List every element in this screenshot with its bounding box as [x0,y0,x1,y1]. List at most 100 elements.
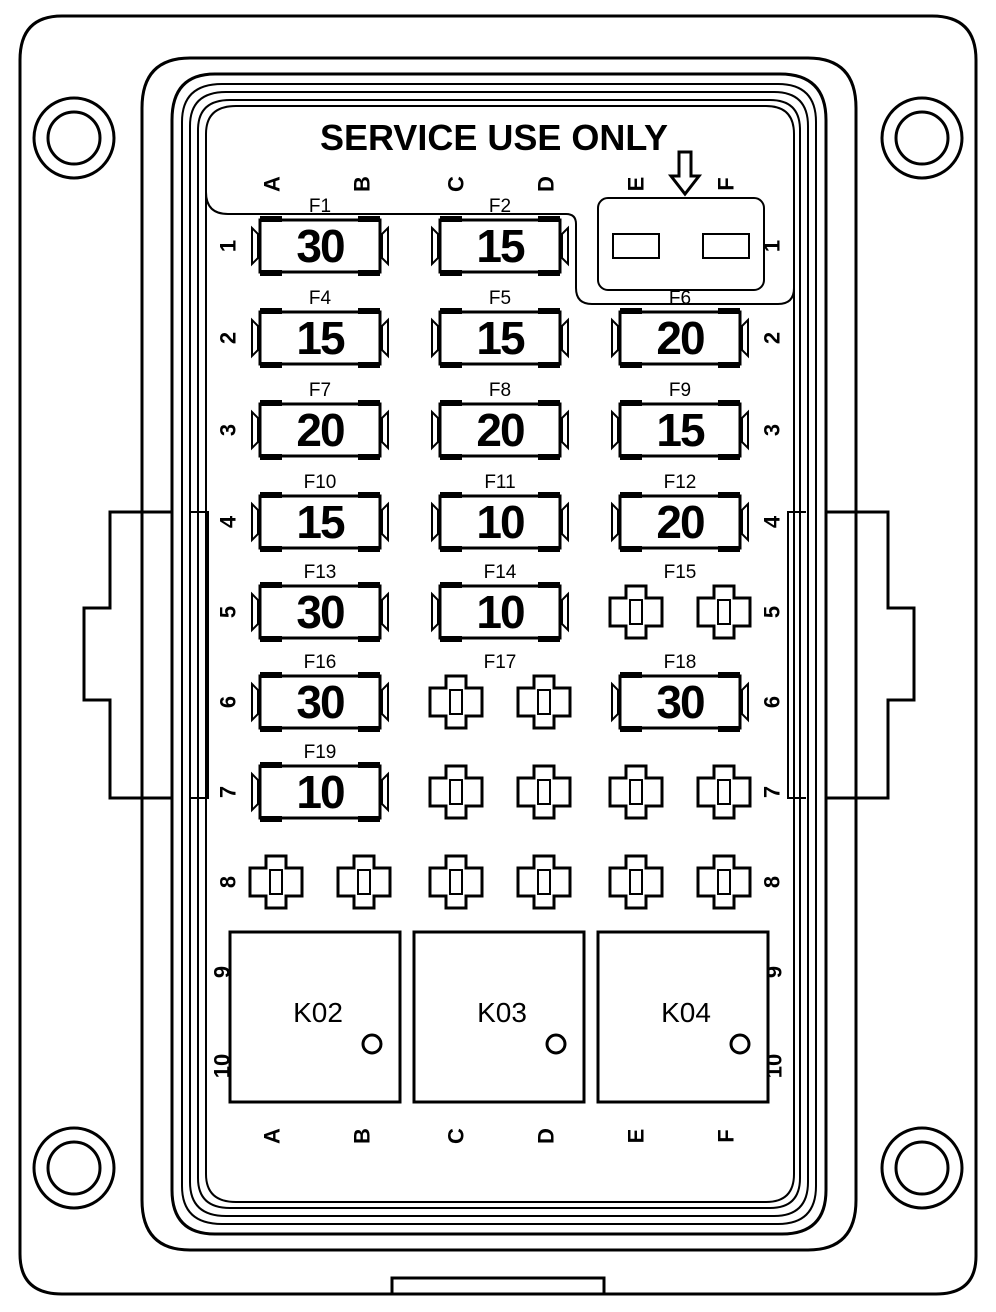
empty-socket[interactable] [696,854,752,910]
empty-socket[interactable] [608,584,664,640]
empty-socket[interactable] [428,674,484,730]
fuse-rating: 10 [476,586,524,638]
relay-k04[interactable]: K04 [596,930,770,1104]
row-number-left: 3 [216,424,241,436]
fuse-label: F16 [304,652,337,673]
fuse-rating: 15 [296,496,345,548]
empty-slot-f15[interactable]: F15 [608,562,752,640]
empty-socket[interactable] [428,764,484,820]
row-number-right: 8 [760,876,785,888]
fuse-rating: 15 [296,312,345,364]
column-letter-top: F [714,177,739,190]
row-number-left: 1 [216,240,241,252]
row-number-left: 6 [216,696,241,708]
column-letter-bottom: F [714,1129,739,1142]
mounting-hole [32,1126,116,1210]
fuse-label: F11 [484,472,515,493]
fuse-label: F7 [309,380,331,401]
down-arrow-icon [667,150,703,197]
column-letter-bottom: E [624,1129,649,1144]
row-number-right: 4 [760,515,785,528]
fuse-label: F9 [669,380,691,401]
row-number-right: 5 [760,606,785,618]
empty-socket[interactable] [696,764,752,820]
empty-socket[interactable] [336,854,392,910]
empty-socket[interactable] [696,584,752,640]
fuse-label: F2 [489,196,511,217]
relay-k03[interactable]: K03 [412,930,586,1104]
row-number-left: 4 [216,515,241,528]
row-number-left: 2 [216,332,241,344]
row-number-left: 8 [216,876,241,888]
relay-pin-number: 9 [210,966,235,978]
column-letter-bottom: A [260,1128,285,1144]
fuse-rating: 20 [476,404,524,456]
relay-k02[interactable]: K02 [228,930,402,1104]
fuse-rating: 15 [476,312,525,364]
fuse-label: F13 [304,562,337,583]
empty-socket[interactable] [428,854,484,910]
fuse-rating: 30 [656,676,704,728]
housing [18,14,978,1296]
fuse-label: F1 [309,196,331,217]
column-letter-bottom: B [350,1128,375,1144]
fuse-rating: 20 [296,404,344,456]
fuse-rating: 30 [296,586,344,638]
fuse-rating: 20 [656,496,704,548]
fuse-label: F12 [664,472,697,493]
empty-socket[interactable] [516,854,572,910]
spare-fuse-holder [597,150,765,291]
fuse-rating: 30 [296,676,344,728]
empty-socket[interactable] [248,854,304,910]
column-letter-bottom: D [534,1128,559,1144]
fuse-label: F8 [489,380,511,401]
fuse-rating: 30 [296,220,344,272]
relays-layer: K02 K03 K04 [228,930,770,1104]
empty-socket[interactable] [608,854,664,910]
diagram-title: SERVICE USE ONLY [320,117,668,158]
mounting-hole [32,96,116,180]
fuse-label: F19 [304,742,337,763]
fuse-label: F5 [489,288,511,309]
fuse-label: F18 [664,652,697,673]
row-number-left: 5 [216,606,241,618]
empty-socket[interactable] [516,764,572,820]
fuse-label: F15 [664,562,697,583]
mounting-hole [880,96,964,180]
column-letter-top: A [260,176,285,192]
empty-socket[interactable] [608,764,664,820]
column-letter-top: D [534,176,559,192]
empty-socket[interactable] [516,674,572,730]
side-latches [82,510,916,800]
relay-label: K02 [293,997,343,1028]
fuse-rating: 10 [296,766,344,818]
fuse-label: F4 [309,288,332,309]
header-divider [205,191,795,305]
fuse-rating: 15 [656,404,705,456]
fuse-rating: 15 [476,220,525,272]
mounting-holes [32,96,964,1210]
fuse-rating: 10 [476,496,524,548]
relay-label: K04 [661,997,711,1028]
row-number-right: 6 [760,696,785,708]
empty-slot-f17[interactable]: F17 [428,652,572,730]
column-letter-top: B [350,176,375,192]
